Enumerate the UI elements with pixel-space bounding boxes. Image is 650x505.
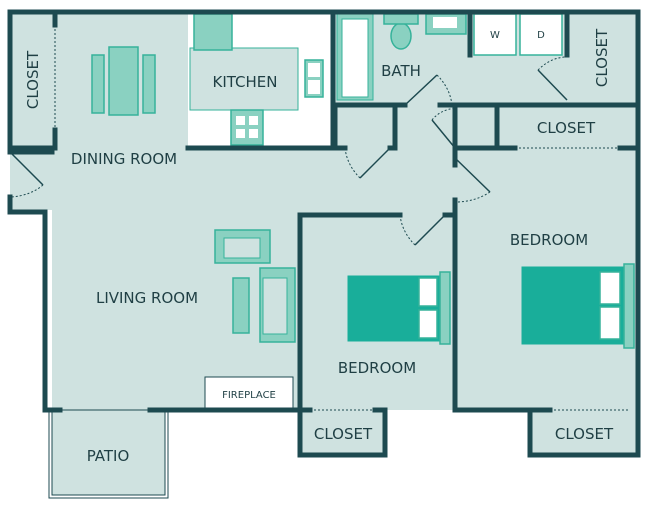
- fireplace-label: FIREPLACE: [222, 390, 276, 401]
- dining-room-label: DINING ROOM: [71, 150, 177, 168]
- kitchen-counter: [189, 47, 299, 111]
- living-room-label: LIVING ROOM: [96, 289, 198, 307]
- dryer-label: D: [537, 30, 545, 41]
- bedroom-label: BEDROOM: [338, 359, 416, 377]
- doors: [9, 25, 630, 411]
- dining-chair: [142, 54, 156, 114]
- refrigerator: [193, 13, 233, 51]
- bedroom-label: BEDROOM: [510, 231, 588, 249]
- toilet: [390, 22, 412, 50]
- dining-chair: [91, 54, 105, 114]
- patio-label: PATIO: [87, 447, 130, 465]
- kitchen-label: KITCHEN: [213, 73, 278, 91]
- dryer: [519, 13, 563, 56]
- floor: [10, 12, 638, 455]
- washer-label: W: [490, 30, 500, 41]
- coffee-table: [232, 277, 250, 334]
- closet-label: CLOSET: [24, 50, 42, 109]
- stove: [230, 109, 264, 146]
- dining-table: [108, 46, 139, 116]
- closet-label: CLOSET: [314, 425, 373, 443]
- closet-label: CLOSET: [537, 119, 596, 137]
- bath-label: BATH: [381, 62, 421, 80]
- patio-floor: [51, 409, 166, 496]
- closet-label: CLOSET: [593, 28, 611, 87]
- washer: [473, 13, 517, 56]
- closet-label: CLOSET: [555, 425, 614, 443]
